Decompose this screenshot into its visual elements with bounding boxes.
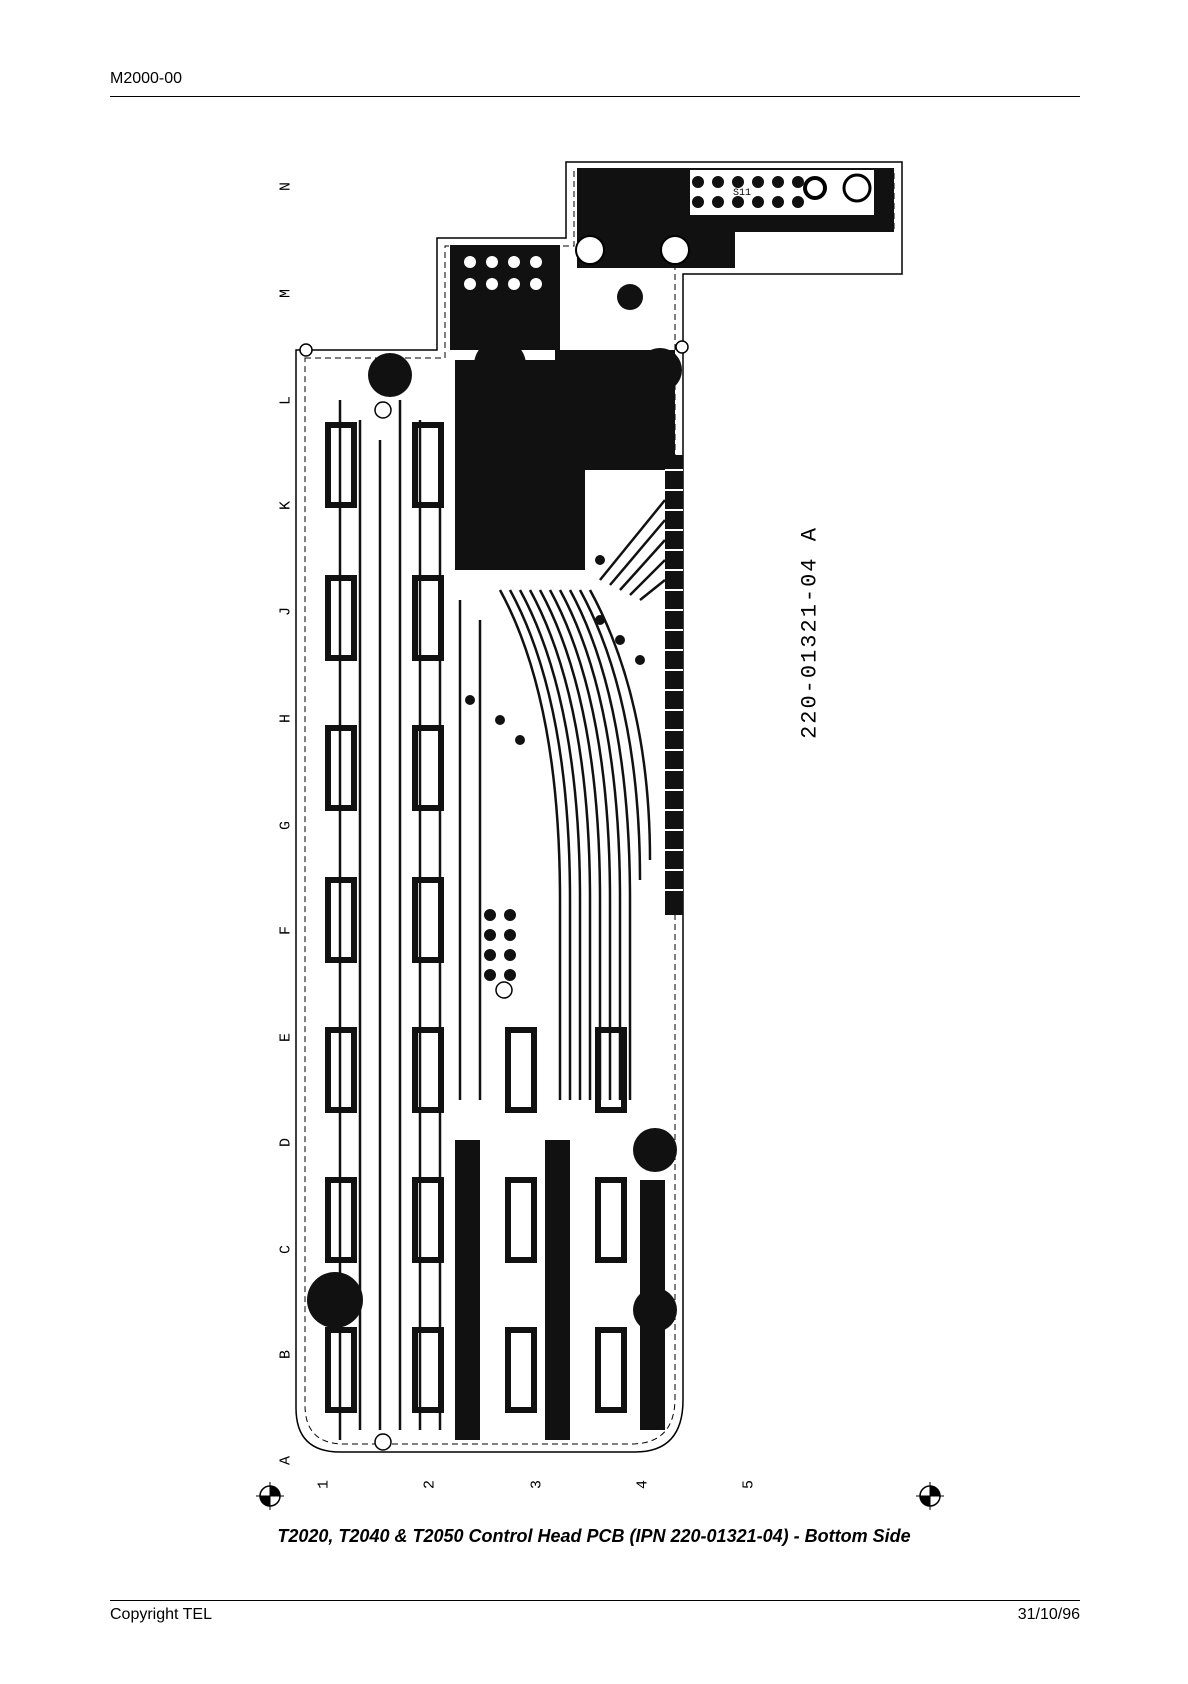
mount-hole [676, 341, 688, 353]
mount-hole [368, 353, 412, 397]
mount-hole [638, 348, 682, 392]
mount-hole [307, 1272, 363, 1328]
mount-hole [576, 236, 604, 264]
mount-hole [661, 236, 689, 264]
copper-bar [545, 1140, 570, 1440]
vias [465, 515, 645, 981]
connector-gap [735, 232, 895, 272]
figure-caption: T2020, T2040 & T2050 Control Head PCB (I… [0, 1526, 1188, 1547]
mount-hole [805, 178, 825, 198]
mount-hole [617, 284, 643, 310]
mount-hole [633, 1128, 677, 1172]
edge-connector [665, 455, 683, 915]
mount-hole [300, 344, 312, 356]
connector-pads-lower [827, 240, 879, 252]
copper-bar [455, 1140, 480, 1440]
trace-bundle [500, 500, 665, 1100]
mount-hole [633, 1288, 677, 1332]
mount-hole [474, 339, 526, 391]
registration-target [916, 1482, 944, 1510]
mount-hole [844, 175, 870, 201]
footer-date: 31/10/96 [1018, 1606, 1080, 1624]
footer-copyright: Copyright TEL [110, 1606, 212, 1624]
footer-rule [110, 1600, 1080, 1601]
registration-target [256, 1482, 284, 1510]
